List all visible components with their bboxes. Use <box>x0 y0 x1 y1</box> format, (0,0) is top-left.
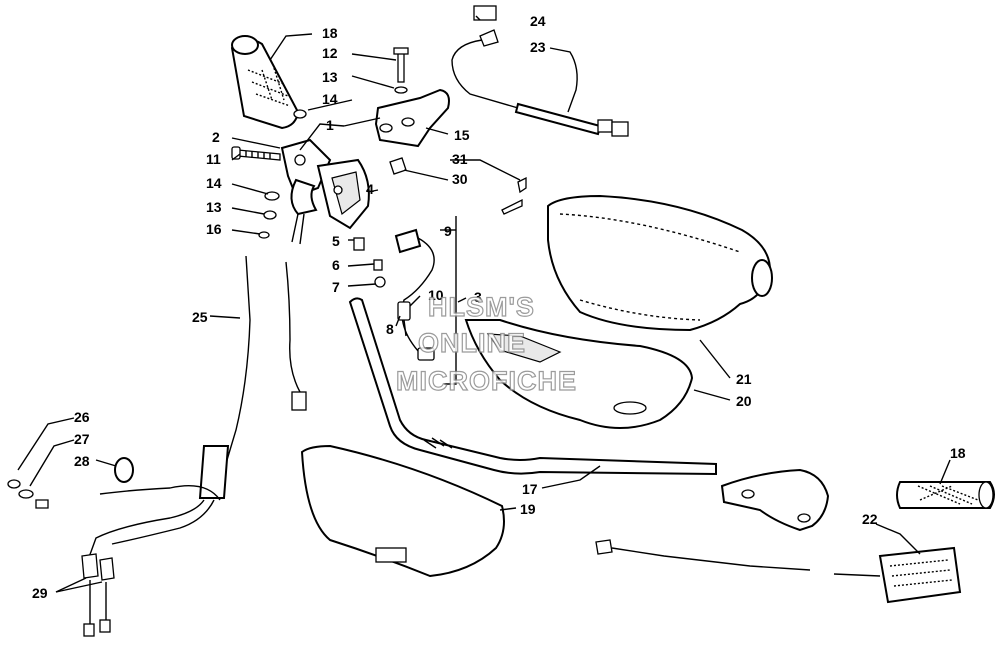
callout-12: 12 <box>322 45 338 61</box>
callout-18-left: 18 <box>322 25 338 41</box>
callout-29: 29 <box>32 585 48 601</box>
callout-15: 15 <box>454 127 470 143</box>
grip-right <box>896 481 995 509</box>
callout-26: 26 <box>74 409 90 425</box>
callout-13-top: 13 <box>322 69 338 85</box>
callout-10: 10 <box>428 287 444 303</box>
throttle-right <box>720 468 830 532</box>
hardware-5-6-7 <box>353 237 386 288</box>
callout-1: 1 <box>326 117 334 133</box>
callout-21: 21 <box>736 371 752 387</box>
handlebar-17 <box>348 297 717 476</box>
callout-20: 20 <box>736 393 752 409</box>
grip-left <box>230 35 300 130</box>
screw-11 <box>231 146 281 161</box>
callout-22: 22 <box>862 511 878 527</box>
callout-25: 25 <box>192 309 208 325</box>
watermark: HLSM'S ONLINE MICROFICHE <box>395 291 577 396</box>
callout-17: 17 <box>522 481 538 497</box>
callout-23: 23 <box>530 39 546 55</box>
callout-24: 24 <box>530 13 546 29</box>
callout-9: 9 <box>444 223 452 239</box>
heater-wire-23 <box>451 5 629 137</box>
callout-18-right: 18 <box>950 445 966 461</box>
watermark-line-3: MICROFICHE <box>396 366 577 396</box>
callout-labels: 18 12 13 14 1 2 11 14 13 16 24 23 15 31 … <box>32 13 966 601</box>
callout-8: 8 <box>386 321 394 337</box>
pin-31 <box>501 176 527 215</box>
small-parts-26-27-28 <box>7 457 134 509</box>
callout-28: 28 <box>74 453 90 469</box>
callout-14-top: 14 <box>322 91 338 107</box>
washer-stack-left <box>258 191 280 239</box>
bracket-15 <box>374 88 450 148</box>
nut-30 <box>389 157 407 175</box>
cover-20 <box>464 319 694 429</box>
leader-lines <box>17 15 951 593</box>
throttle-housing <box>280 138 370 245</box>
callout-27: 27 <box>74 431 90 447</box>
pad-19 <box>300 444 505 578</box>
callout-4: 4 <box>366 181 374 197</box>
callout-30: 30 <box>452 171 468 187</box>
bolt-12 <box>293 47 409 119</box>
heater-element-22 <box>595 539 962 604</box>
callout-3: 3 <box>474 289 482 305</box>
callout-13-left: 13 <box>206 199 222 215</box>
callout-5: 5 <box>332 233 340 249</box>
callout-19: 19 <box>520 501 536 517</box>
callout-2: 2 <box>212 129 220 145</box>
watermark-line-1: HLSM'S <box>428 292 535 322</box>
callout-6: 6 <box>332 257 340 273</box>
connector-10 <box>397 301 411 337</box>
callout-14-left: 14 <box>206 175 222 191</box>
callout-16: 16 <box>206 221 222 237</box>
callout-7: 7 <box>332 279 340 295</box>
cable-25 <box>81 255 307 637</box>
watermark-line-2: ONLINE <box>418 328 526 358</box>
callout-11: 11 <box>206 151 221 167</box>
switch-9 <box>394 228 435 361</box>
pad-21 <box>547 194 773 332</box>
callout-31: 31 <box>452 151 468 167</box>
